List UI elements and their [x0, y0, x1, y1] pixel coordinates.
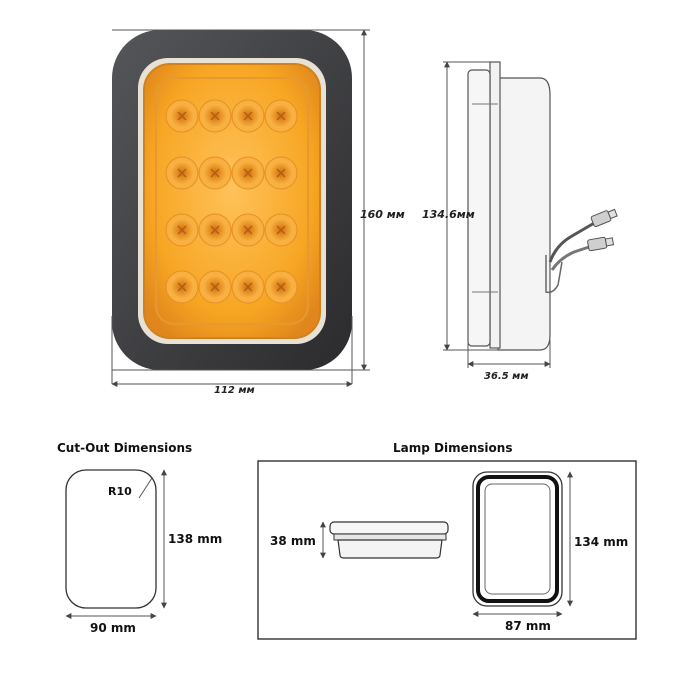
side-lens-face	[467, 69, 491, 347]
led-grid	[165, 99, 298, 304]
cutout-shape	[65, 469, 157, 609]
led-core	[243, 168, 253, 178]
cutout-height-label: 138 mm	[168, 532, 222, 546]
cutout-radius-label: R10	[108, 485, 132, 498]
led-core	[177, 111, 187, 121]
lamp-width-label: 87 mm	[505, 619, 551, 633]
cutout-dimensions	[65, 469, 167, 619]
lamp-dimensions-frame	[257, 460, 637, 640]
side-view-lamp	[467, 61, 618, 351]
lamp-front-outline	[472, 471, 563, 607]
amber-lens	[143, 63, 321, 339]
lamp-title: Lamp Dimensions	[393, 441, 512, 455]
lamp-side-profile	[329, 521, 449, 559]
led-core	[177, 225, 187, 235]
led-core	[243, 111, 253, 121]
led-core	[210, 168, 220, 178]
side-dimensions	[443, 61, 551, 368]
led-core	[210, 111, 220, 121]
cutout-title: Cut-Out Dimensions	[57, 441, 192, 455]
connector-lower-icon	[587, 236, 615, 252]
wire-upper	[548, 220, 597, 263]
wire-lower	[550, 244, 593, 271]
led-core	[243, 225, 253, 235]
side-flange	[489, 61, 501, 349]
lamp-height-label: 134 mm	[574, 535, 628, 549]
led-core	[210, 225, 220, 235]
led-core	[276, 111, 286, 121]
front-dimensions	[111, 29, 370, 387]
front-view-lamp	[112, 30, 352, 370]
front-width-label: 112 мм	[214, 385, 255, 396]
connector-upper-icon	[590, 208, 618, 228]
side-housing	[497, 77, 551, 351]
front-height-label: 160 мм	[360, 208, 405, 221]
led-core	[243, 282, 253, 292]
led-core	[276, 168, 286, 178]
led-core	[177, 282, 187, 292]
lamp-depth-label: 38 mm	[270, 534, 316, 548]
lamp-front-dimensions	[472, 471, 573, 617]
lens-height-label: 134.6мм	[422, 208, 475, 221]
lens-inner-border	[155, 77, 309, 325]
led-core	[276, 225, 286, 235]
cutout-width-label: 90 mm	[90, 621, 136, 635]
led-core	[276, 282, 286, 292]
led-core	[177, 168, 187, 178]
depth-label: 36.5 мм	[484, 371, 529, 382]
led-core	[210, 282, 220, 292]
